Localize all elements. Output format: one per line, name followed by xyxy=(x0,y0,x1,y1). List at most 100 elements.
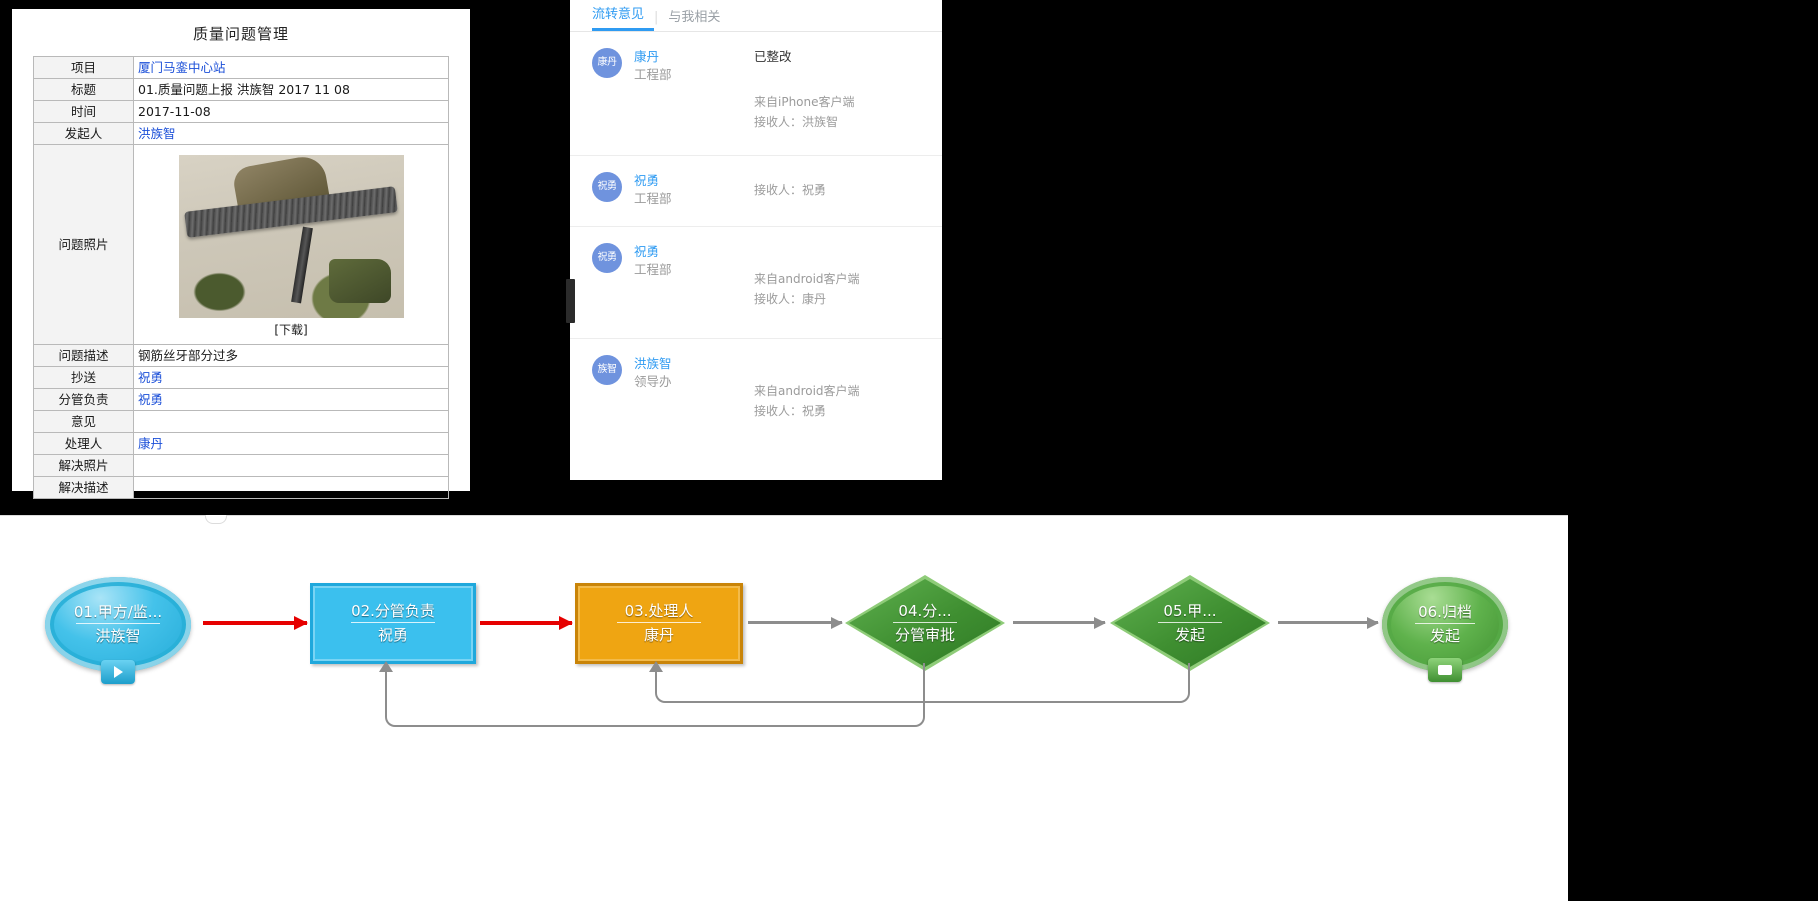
comment-author-name[interactable]: 洪族智 xyxy=(634,356,672,371)
comment-author-block: 洪族智 领导办 xyxy=(634,355,754,391)
row-label-issue-photo: 问题照片 xyxy=(33,144,134,345)
node-title: 01.甲方/监... xyxy=(73,603,163,621)
table-row: 解决照片 xyxy=(33,454,449,477)
table-row: 意见 xyxy=(33,410,449,433)
row-label-supervisor: 分管负责 xyxy=(33,388,134,411)
table-row: 发起人 洪族智 xyxy=(33,122,449,145)
row-label-issue-description: 问题描述 xyxy=(33,344,134,367)
row-value-time: 2017-11-08 xyxy=(133,100,449,123)
node-title: 03.处理人 xyxy=(624,602,694,620)
initiator-link[interactable]: 洪族智 xyxy=(138,126,176,141)
comment-body: 来自android客户端 接收人：康丹 xyxy=(754,243,942,309)
table-row: 抄送 祝勇 xyxy=(33,366,449,389)
node-subtitle: 祝勇 xyxy=(377,626,408,644)
node-title: 04.分... xyxy=(898,601,952,620)
workflow-node-03-handler[interactable]: 03.处理人 康丹 xyxy=(575,583,743,664)
node-title: 02.分管负责 xyxy=(351,602,435,620)
table-row: 项目 厦门马銮中心站 xyxy=(33,56,449,79)
row-label-handler: 处理人 xyxy=(33,432,134,455)
row-value-supervisor: 祝勇 xyxy=(133,388,449,411)
table-row-photo: 问题照片 [下载] xyxy=(33,144,449,345)
comment-author-dept: 工程部 xyxy=(634,262,672,277)
panel-notch xyxy=(205,515,227,524)
comment-source: 来自android客户端 xyxy=(754,384,860,398)
panel-scrollbar-thumb[interactable] xyxy=(566,279,575,323)
issue-detail-table: 项目 厦门马銮中心站 标题 01.质量问题上报 洪族智 2017 11 08 时… xyxy=(33,56,449,499)
project-link[interactable]: 厦门马銮中心站 xyxy=(138,60,226,75)
comment-author-name[interactable]: 祝勇 xyxy=(634,173,660,188)
comment-receiver: 接收人：祝勇 xyxy=(754,183,827,197)
comment-source: 来自android客户端 xyxy=(754,272,860,286)
comment-receiver: 接收人：洪族智 xyxy=(754,115,839,129)
row-label-cc: 抄送 xyxy=(33,366,134,389)
comment-author-block: 祝勇 工程部 xyxy=(634,172,754,208)
comments-tab-bar: 流转意见 | 与我相关 xyxy=(570,0,942,32)
row-value-issue-photo: [下载] xyxy=(133,144,449,345)
download-link[interactable]: [下载] xyxy=(274,322,308,337)
supervisor-link[interactable]: 祝勇 xyxy=(138,392,164,407)
top-black-area: 质量问题管理 项目 厦门马銮中心站 标题 01.质量问题上报 洪族智 2017 … xyxy=(12,0,942,499)
comment-item[interactable]: 族智 洪族智 领导办 来自android客户端 接收人：祝勇 xyxy=(570,339,942,451)
workflow-node-05-party-a[interactable]: 05.甲... 发起 xyxy=(1110,575,1270,671)
comment-item[interactable]: 祝勇 祝勇 工程部 来自android客户端 接收人：康丹 xyxy=(570,227,942,339)
issue-photo-image[interactable] xyxy=(178,154,404,318)
table-row: 分管负责 祝勇 xyxy=(33,388,449,411)
table-row: 解决描述 xyxy=(33,476,449,499)
comment-author-dept: 领导办 xyxy=(634,374,672,389)
workflow-diagram-area xyxy=(0,515,1568,901)
row-label-title: 标题 xyxy=(33,78,134,101)
row-label-solution-photo: 解决照片 xyxy=(33,454,134,477)
flow-comments-panel: 流转意见 | 与我相关 康丹 康丹 工程部 已整改 来自iPhone客户端 接收… xyxy=(570,0,942,480)
comment-author-dept: 工程部 xyxy=(634,67,672,82)
comment-receiver: 接收人：康丹 xyxy=(754,292,827,306)
play-icon[interactable] xyxy=(101,660,135,684)
stop-icon[interactable] xyxy=(1428,658,1462,682)
comment-source: 来自iPhone客户端 xyxy=(754,95,855,109)
workflow-node-01-start[interactable]: 01.甲方/监... 洪族智 xyxy=(45,577,191,684)
workflow-canvas: 01.甲方/监... 洪族智 02.分管负责 祝勇 03.处理人 康丹 xyxy=(45,575,1508,727)
comment-item[interactable]: 康丹 康丹 工程部 已整改 来自iPhone客户端 接收人：洪族智 xyxy=(570,32,942,156)
comment-body: 来自android客户端 接收人：祝勇 xyxy=(754,355,942,421)
node-subtitle: 分管审批 xyxy=(894,625,955,644)
row-value-initiator: 洪族智 xyxy=(133,122,449,145)
avatar: 祝勇 xyxy=(592,243,622,273)
row-label-initiator: 发起人 xyxy=(33,122,134,145)
avatar: 族智 xyxy=(592,355,622,385)
row-value-cc: 祝勇 xyxy=(133,366,449,389)
cc-person-link[interactable]: 祝勇 xyxy=(138,370,164,385)
node-subtitle: 发起 xyxy=(1174,625,1205,644)
workflow-node-04-approval[interactable]: 04.分... 分管审批 xyxy=(845,575,1005,671)
node-subtitle: 发起 xyxy=(1429,627,1460,645)
quality-issue-document-card: 质量问题管理 项目 厦门马銮中心站 标题 01.质量问题上报 洪族智 2017 … xyxy=(12,9,470,499)
tab-related-to-me[interactable]: 与我相关 xyxy=(668,10,721,25)
row-value-opinion xyxy=(133,410,449,433)
table-row: 处理人 康丹 xyxy=(33,432,449,455)
comment-text: 已整改 xyxy=(754,49,792,64)
comment-item[interactable]: 祝勇 祝勇 工程部 接收人：祝勇 xyxy=(570,156,942,227)
table-row: 问题描述 钢筋丝牙部分过多 xyxy=(33,344,449,367)
workflow-node-02-supervisor[interactable]: 02.分管负责 祝勇 xyxy=(310,583,476,664)
row-value-issue-description: 钢筋丝牙部分过多 xyxy=(133,344,449,367)
comment-receiver: 接收人：祝勇 xyxy=(754,404,827,418)
node-subtitle: 康丹 xyxy=(643,626,674,644)
row-value-solution-description xyxy=(133,476,449,499)
row-label-time: 时间 xyxy=(33,100,134,123)
handler-link[interactable]: 康丹 xyxy=(138,436,164,451)
comment-author-name[interactable]: 祝勇 xyxy=(634,244,660,259)
tab-separator: | xyxy=(654,10,659,25)
comment-author-block: 康丹 工程部 xyxy=(634,48,754,84)
row-label-project: 项目 xyxy=(33,56,134,79)
table-row: 标题 01.质量问题上报 洪族智 2017 11 08 xyxy=(33,78,449,101)
comment-body: 接收人：祝勇 xyxy=(754,172,942,200)
comment-author-name[interactable]: 康丹 xyxy=(634,49,660,64)
tab-flow-comments[interactable]: 流转意见 xyxy=(592,3,655,31)
avatar: 祝勇 xyxy=(592,172,622,202)
comment-author-block: 祝勇 工程部 xyxy=(634,243,754,279)
row-value-project: 厦门马銮中心站 xyxy=(133,56,449,79)
workflow-node-06-archive[interactable]: 06.归档 发起 xyxy=(1382,577,1508,682)
node-title: 06.归档 xyxy=(1418,603,1472,621)
node-title: 05.甲... xyxy=(1163,601,1217,620)
row-label-solution-description: 解决描述 xyxy=(33,476,134,499)
node-subtitle: 洪族智 xyxy=(95,627,141,645)
